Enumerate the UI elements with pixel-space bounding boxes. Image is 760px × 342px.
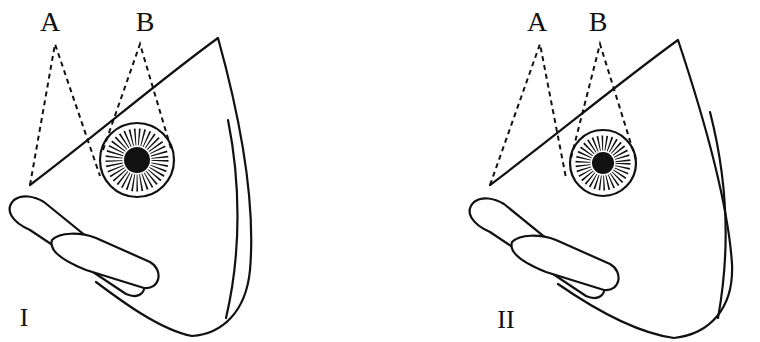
dashed-leader bbox=[30, 44, 636, 185]
fish-head bbox=[10, 38, 252, 336]
fish-eye bbox=[100, 123, 174, 197]
figure-numeral: I bbox=[17, 304, 32, 332]
fish-eye bbox=[570, 130, 636, 196]
part-letter: B bbox=[133, 7, 158, 37]
part-letter: A bbox=[524, 7, 550, 37]
fish-head bbox=[470, 40, 732, 338]
part-letter: A bbox=[37, 7, 63, 37]
figure-numeral: II bbox=[494, 306, 517, 334]
part-letter: B bbox=[586, 7, 611, 37]
